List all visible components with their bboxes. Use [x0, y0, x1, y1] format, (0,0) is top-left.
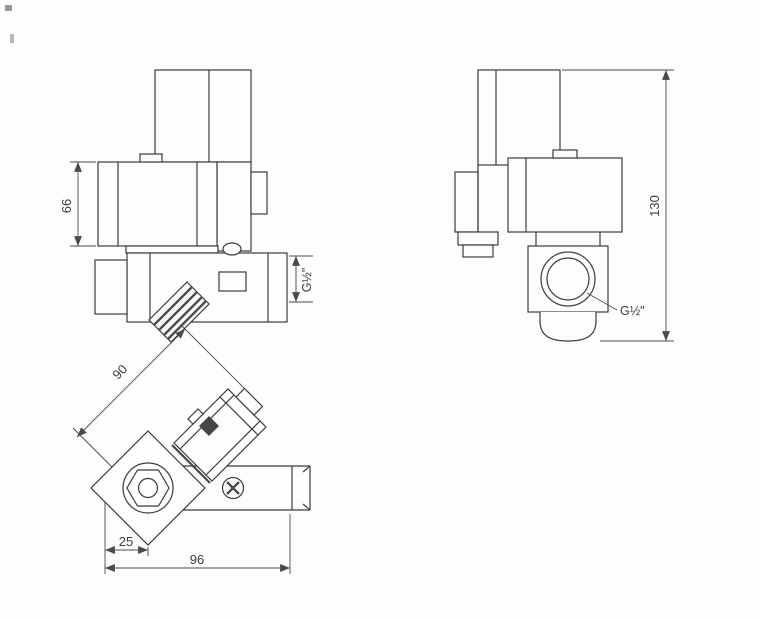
dimension-label-96: 96 — [190, 552, 204, 567]
front-coil-tab — [139, 153, 163, 163]
front-left-port — [94, 259, 128, 315]
top-screw-slot-2 — [226, 481, 240, 495]
side-armature-tube — [477, 69, 561, 166]
dimension-label-130: 130 — [647, 195, 662, 217]
dimension-66: 66 — [59, 161, 96, 247]
front-valve-body — [126, 252, 288, 323]
side-port-inner-circle — [546, 257, 590, 301]
side-hex-block — [527, 245, 609, 313]
front-coil-body — [97, 161, 218, 247]
top-hex-nut — [126, 469, 170, 507]
top-port-circle — [122, 462, 174, 514]
top-view — [90, 387, 311, 546]
dimension-label-66: 66 — [59, 199, 74, 213]
top-pipe-chamfer-bottom — [302, 503, 311, 511]
front-body-detail — [218, 271, 247, 292]
side-bottom-cap — [539, 312, 597, 342]
thread-label-side: G½" — [620, 304, 645, 318]
dimension-130: 130 — [562, 69, 674, 342]
side-coil-body — [507, 157, 623, 233]
top-coil-side-tab — [187, 408, 204, 425]
dimension-label-90: 90 — [109, 361, 130, 382]
top-coil-body-rotated — [173, 388, 267, 482]
extension-line — [72, 427, 113, 468]
dimension-line — [76, 328, 186, 438]
side-bracket — [454, 171, 479, 233]
front-armature-tube — [154, 69, 252, 163]
top-coil-layer-line-2 — [205, 420, 261, 476]
side-foot-lower — [462, 244, 494, 258]
top-coil-shadow-edge — [171, 444, 211, 484]
top-coil-cap-line — [219, 396, 259, 436]
side-view — [454, 69, 623, 342]
front-bonnet — [125, 245, 219, 254]
side-foot-upper — [457, 231, 499, 246]
top-diamond-flange — [90, 430, 206, 546]
top-coil-end-connector — [235, 387, 264, 416]
thread-callout-side: G½" — [586, 292, 645, 318]
side-coil-tab — [552, 149, 578, 159]
thread-label-front: G½" — [300, 268, 314, 293]
leader-line — [586, 292, 618, 311]
dimension-25-96: 25 96 — [104, 502, 291, 574]
extension-line — [180, 324, 254, 398]
hatch-line — [153, 286, 193, 326]
hatch-line — [158, 291, 198, 331]
top-pipe-chamfer-top — [302, 465, 311, 473]
hatch-line — [163, 296, 203, 336]
side-port-outer-circle — [540, 251, 596, 307]
scan-artifact-2 — [10, 34, 14, 43]
top-coil-seal — [199, 416, 219, 436]
front-connector-block — [250, 171, 268, 215]
dimension-label-25: 25 — [119, 534, 133, 549]
thread-callout-front: G½" — [289, 255, 314, 303]
front-right-bracket — [216, 161, 252, 252]
top-port-bore-circle — [137, 477, 159, 499]
front-pivot-boss — [222, 242, 242, 256]
front-view — [94, 69, 288, 343]
scan-artifact-1 — [5, 5, 12, 11]
